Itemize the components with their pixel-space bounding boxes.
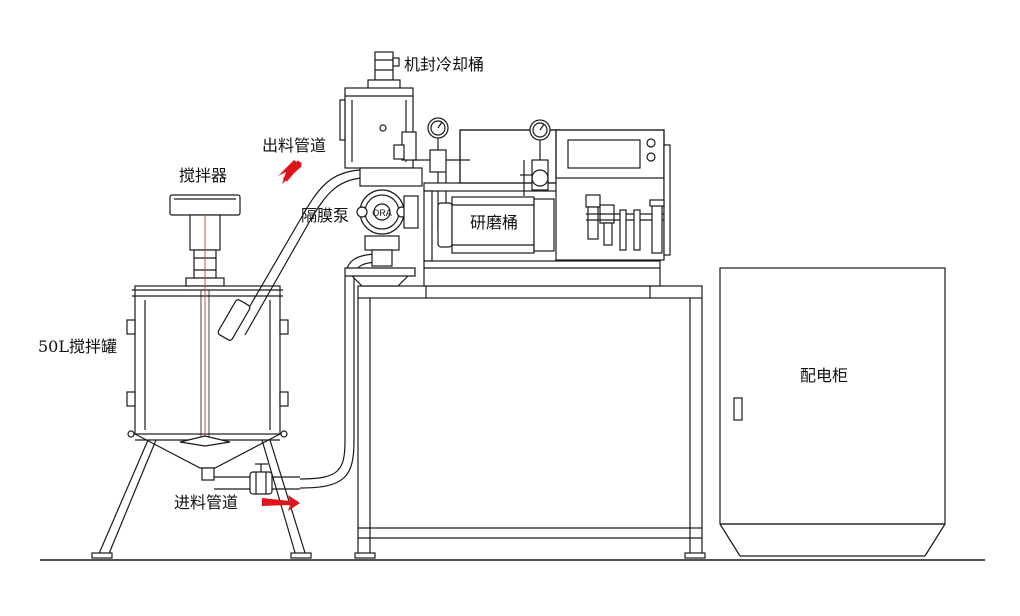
outlet-hose	[235, 169, 385, 331]
seal-cooling-tank	[339, 51, 417, 169]
outlet-hose-end	[217, 299, 251, 341]
tank-legs	[91, 439, 312, 559]
label-tank-50l: 50L搅拌罐	[38, 337, 117, 356]
label-control-cabinet: 配电柜	[800, 366, 849, 385]
machine-feet	[425, 286, 651, 298]
control-panel	[555, 129, 671, 261]
ball-valve	[214, 463, 300, 495]
red-arrows	[262, 160, 302, 511]
tank-50l	[126, 215, 289, 481]
pump-badge: ORA	[372, 208, 392, 218]
label-mixer: 搅拌器	[179, 166, 228, 185]
pressure-gauge-right	[520, 119, 551, 196]
work-table	[354, 285, 706, 559]
label-diaphragm-pump: 隔膜泵	[301, 206, 350, 225]
grinding-machine	[423, 129, 661, 287]
label-outlet-pipe: 出料管道	[262, 136, 327, 155]
cabinet-handle	[733, 397, 743, 421]
electrical-cabinet	[719, 267, 946, 557]
label-seal-cooling-tank: 机封冷却桶	[404, 55, 485, 74]
pump-base	[344, 267, 416, 287]
inlet-arrow	[262, 495, 300, 511]
diaphragm-pump	[356, 167, 423, 267]
inlet-hose	[299, 253, 384, 480]
inlet-hose-inner	[299, 261, 383, 489]
mixer	[169, 194, 241, 287]
label-grinding-barrel: 研磨桶	[470, 213, 519, 232]
label-inlet-pipe: 进料管道	[174, 493, 239, 512]
outlet-arrow-shaft	[283, 160, 302, 182]
